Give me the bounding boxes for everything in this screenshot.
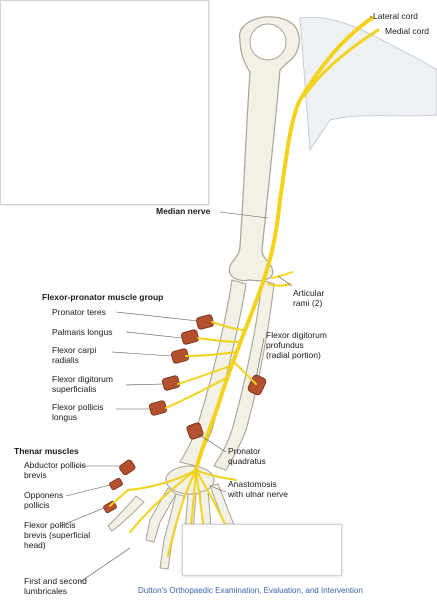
overlay-box-top-left xyxy=(0,0,209,205)
label-abductor-pollicis-brevis: Abductor pollicis brevis xyxy=(24,460,86,480)
label-lumbricales: First and second lumbricales xyxy=(24,576,87,596)
label-flexor-digitorum-profundus: Flexor digitorum profundus (radial porti… xyxy=(266,330,327,360)
leader-lines xyxy=(59,15,373,583)
label-flexor-digitorum-superficialis: Flexor digitorum superficialis xyxy=(52,374,113,394)
label-lateral-cord: Lateral cord xyxy=(373,11,418,21)
label-pronator-quadratus: Pronator quadratus xyxy=(228,446,266,466)
label-flexor-pollicis-brevis: Flexor pollicis brevis (superficial head… xyxy=(24,520,91,550)
flexor-digitorum-superficialis-muscle xyxy=(161,375,181,391)
pronator-teres-muscle xyxy=(195,314,215,330)
palmaris-longus-muscle xyxy=(180,329,200,345)
label-anastomosis: Anastomosis with ulnar nerve xyxy=(228,479,289,499)
flexor-carpi-radialis-muscle xyxy=(170,348,190,364)
muscles xyxy=(103,314,267,514)
source-caption: Dutton's Orthopaedic Examination, Evalua… xyxy=(138,586,363,595)
label-opponens-pollicis: Opponens pollicis xyxy=(24,490,64,510)
label-articular-rami: Articular rami (2) xyxy=(293,288,325,308)
label-pronator-teres: Pronator teres xyxy=(52,307,106,317)
label-palmaris-longus: Palmaris longus xyxy=(52,327,113,337)
label-flexor-pollicis-longus: Flexor pollicis longus xyxy=(52,402,104,422)
overlay-box-bottom-right xyxy=(182,524,342,576)
abductor-pollicis-brevis-muscle xyxy=(119,459,136,476)
label-thenar-muscles: Thenar muscles xyxy=(14,446,79,456)
ulna-bone xyxy=(213,279,275,471)
humerus-bone xyxy=(228,16,300,282)
label-flexor-carpi-radialis: Flexor carpi radialis xyxy=(52,345,97,365)
flexor-pollicis-longus-muscle xyxy=(148,400,168,416)
label-flexor-pronator-group: Flexor-pronator muscle group xyxy=(42,292,164,302)
label-medial-cord: Medial cord xyxy=(385,26,429,36)
opponens-pollicis-muscle xyxy=(109,477,123,491)
label-median-nerve: Median nerve xyxy=(156,206,211,216)
pronator-quadratus-muscle xyxy=(186,422,204,440)
